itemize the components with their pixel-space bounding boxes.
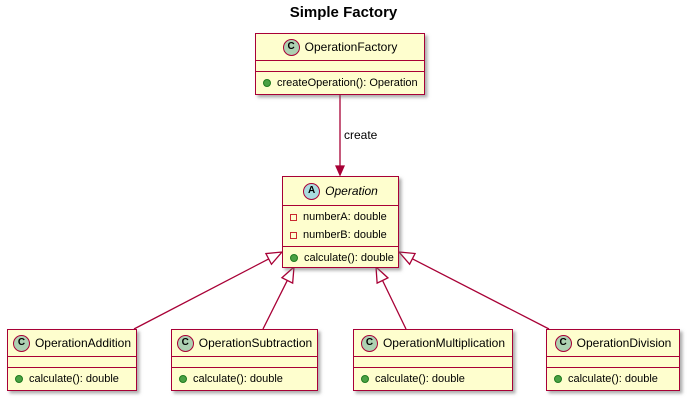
field-row: numberA: double [283,208,398,226]
method-signature: calculate(): double [375,373,465,385]
public-method-icon [263,79,271,87]
generalization-arrow-division-line [412,258,550,330]
diagram-title: Simple Factory [289,4,398,21]
class-box-operationdivision: C OperationDivision calculate(): double [546,329,680,391]
generalization-arrow-subtraction-line [262,280,288,330]
class-header: C OperationMultiplication [354,330,512,356]
class-header: C OperationAddition [8,330,136,356]
private-field-icon [290,213,297,221]
private-field-icon [290,231,297,239]
class-header: C OperationFactory [256,34,424,60]
class-box-operationaddition: C OperationAddition calculate(): double [7,329,137,391]
method-row: calculate(): double [172,370,317,388]
methods-section: calculate(): double [8,368,136,391]
fields-section [8,356,136,368]
generalization-arrow-division-head [397,251,417,266]
public-method-icon [290,254,298,262]
class-box-operation: A Operation numberA: double numberB: dou… [282,176,399,268]
class-spot-icon: C [360,334,378,352]
class-name: OperationDivision [576,336,672,350]
generalization-arrow-addition-line [133,258,269,330]
public-method-icon [15,375,23,383]
methods-section: calculate(): double [172,368,317,391]
public-method-icon [554,375,562,383]
public-method-icon [179,375,187,383]
class-name: OperationFactory [304,40,398,54]
dependency-create-arrow-head [334,165,346,177]
generalization-arrow-multiplication-line [381,280,407,330]
method-row: calculate(): double [547,370,679,388]
method-row: calculate(): double [283,249,398,267]
class-name: OperationAddition [34,336,132,350]
class-name: OperationMultiplication [382,336,506,350]
methods-section: calculate(): double [283,247,398,270]
class-header: A Operation [283,177,398,205]
fields-section [256,60,424,72]
class-box-operationmultiplication: C OperationMultiplication calculate(): d… [353,329,513,391]
methods-section: calculate(): double [354,368,512,391]
class-name: Operation [325,184,378,198]
class-header: C OperationSubtraction [172,330,317,356]
abstract-spot-icon: A [303,182,321,200]
class-spot-icon: C [12,334,30,352]
generalization-arrow-subtraction-head [280,265,295,285]
class-spot-icon: C [176,334,194,352]
class-spot-icon: C [554,334,572,352]
field-signature: numberB: double [303,229,387,241]
generalization-arrow-multiplication-head [375,265,390,285]
class-box-operationfactory: C OperationFactory createOperation(): Op… [255,33,425,95]
class-box-operationsubtraction: C OperationSubtraction calculate(): doub… [171,329,318,391]
methods-section: createOperation(): Operation [256,72,424,95]
fields-section [547,356,679,368]
field-row: numberB: double [283,226,398,244]
method-signature: calculate(): double [193,373,283,385]
generalization-arrow-addition-head [264,251,284,266]
public-method-icon [361,375,369,383]
create-arrow-label: create [344,128,378,142]
methods-section: calculate(): double [547,368,679,391]
method-row: calculate(): double [354,370,512,388]
class-name: OperationSubtraction [198,336,313,350]
method-row: createOperation(): Operation [256,74,424,92]
class-spot-icon: C [282,38,300,56]
method-row: calculate(): double [8,370,136,388]
class-header: C OperationDivision [547,330,679,356]
fields-section [354,356,512,368]
field-signature: numberA: double [303,211,387,223]
method-signature: createOperation(): Operation [277,77,418,89]
method-signature: calculate(): double [29,373,119,385]
method-signature: calculate(): double [568,373,658,385]
fields-section: numberA: double numberB: double [283,205,398,247]
method-signature: calculate(): double [304,252,394,264]
fields-section [172,356,317,368]
